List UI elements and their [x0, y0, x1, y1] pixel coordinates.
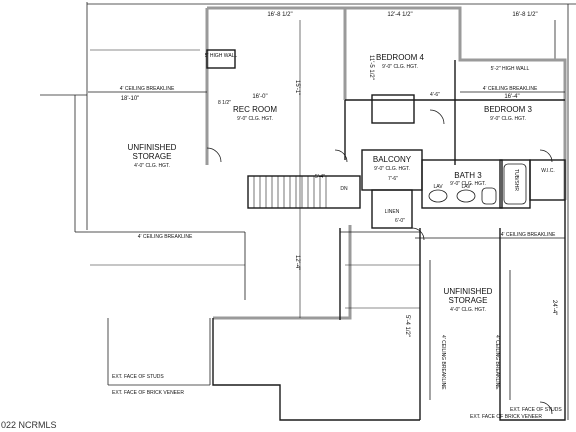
ext-brick-right-note: EXT. FACE OF BRICK VENEER — [470, 414, 542, 420]
bath-fixtures — [428, 163, 527, 205]
left-storage-label-1: UNFINISHED — [128, 143, 177, 152]
dim-lower-height: 12'-4" — [294, 255, 300, 270]
ext-brick-left-note: EXT. FACE OF BRICK VENEER — [112, 390, 184, 396]
dim-small-5: 6'-0" — [395, 218, 405, 224]
ceiling-breakline-top-right-note: 4' CEILING BREAKLINE — [483, 86, 538, 92]
dim-bed4-height: 11'-5 1/2" — [368, 55, 374, 80]
left-storage-ceiling: 4'-0" CLG. HGT. — [134, 163, 170, 169]
dim-storage-height: 5'-4 1/2" — [404, 315, 410, 337]
exterior-walls — [205, 6, 567, 320]
tub-label: TUB/SHR — [513, 169, 519, 191]
rec-room-ceiling: 9'-0" CLG. HGT. — [237, 116, 273, 122]
sink-left — [428, 189, 448, 203]
dim-top-2: 12'-4 1/2" — [387, 12, 412, 18]
linen-label: LINEN — [385, 209, 400, 215]
dim-right-height: 24'-4" — [551, 300, 557, 315]
bedroom4-ceiling: 9'-0" CLG. HGT. — [382, 64, 418, 70]
interior-walls — [206, 49, 566, 421]
bedroom3-label: BEDROOM 3 — [484, 105, 533, 114]
rec-room-label: REC ROOM — [233, 105, 277, 114]
balcony-ceiling: 9'-0" CLG. HGT. — [374, 166, 410, 172]
dim-rec-height: 15'-1" — [294, 80, 300, 95]
ceiling-breakline-mid-left-note: 4' CEILING BREAKLINE — [138, 234, 193, 240]
stair-treads — [253, 176, 327, 208]
watermark: 022 NCRMLS — [1, 420, 57, 430]
ceiling-breakline-left-note: 4' CEILING BREAKLINE — [120, 86, 175, 92]
ceiling-breakline-mid-right-note: 4' CEILING BREAKLINE — [501, 232, 556, 238]
left-storage-label-2: STORAGE — [133, 152, 172, 161]
ceiling-breaklines — [88, 91, 565, 400]
dim-small-1: 8 1/2" — [218, 100, 231, 106]
toilet — [481, 187, 497, 205]
high-wall-right-note: 5'-2" HIGH WALL — [491, 66, 530, 72]
balcony-label: BALCONY — [373, 155, 412, 164]
bath3-ceiling: 9'-0" CLG. HGT. — [450, 181, 486, 187]
outer-frame-lines — [40, 2, 576, 420]
bedroom3-ceiling: 9'-0" CLG. HGT. — [490, 116, 526, 122]
dim-small-3: 5'-4" — [315, 174, 325, 180]
dim-top-3: 16'-8 1/2" — [512, 12, 537, 18]
dim-top-1: 16'-8 1/2" — [267, 12, 292, 18]
bath3-label: BATH 3 — [454, 171, 482, 180]
right-storage-label-2: STORAGE — [449, 296, 488, 305]
bedroom4-label: BEDROOM 4 — [376, 53, 425, 62]
dim-bed3-width: 16'-4" — [504, 94, 519, 100]
dim-small-4: 7'-6" — [388, 176, 398, 182]
stair-down-label: DN — [340, 186, 348, 192]
dim-small-2: 4'-6" — [430, 92, 440, 98]
ext-studs-left-note: EXT. FACE OF STUDS — [112, 374, 164, 380]
high-wall-left-note: 5' HIGH WALL — [205, 53, 238, 59]
right-storage-label-1: UNFINISHED — [444, 287, 493, 296]
lav-left-label: LAV — [433, 184, 443, 190]
dimension-ticks — [90, 20, 420, 318]
sink-right — [456, 189, 476, 203]
door-swings — [206, 109, 553, 415]
tub — [503, 163, 527, 205]
ceiling-breakline-vert-1-note: 4' CEILING BREAKLINE — [440, 335, 446, 390]
wic-label: W.I.C. — [541, 168, 555, 174]
dim-rec-width: 16'-0" — [252, 94, 267, 100]
ceiling-breakline-vert-2-note: 4' CEILING BREAKLINE — [494, 335, 500, 390]
ext-studs-right-note: EXT. FACE OF STUDS — [510, 407, 562, 413]
dim-left-width: 18'-10" — [121, 96, 140, 102]
right-storage-ceiling: 4'-0" CLG. HGT. — [450, 307, 486, 313]
lav-right-label: LAV — [461, 184, 471, 190]
